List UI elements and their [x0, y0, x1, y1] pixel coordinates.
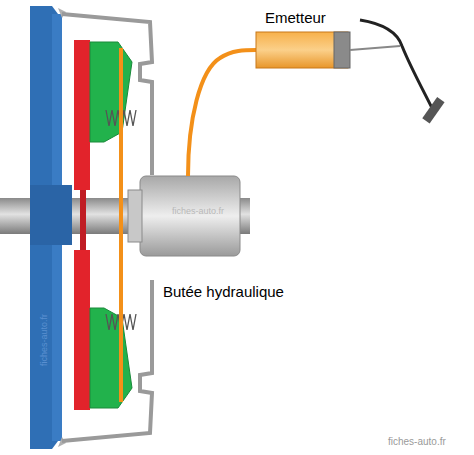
clutch-disc	[74, 40, 90, 190]
watermark: fiches-auto.fr	[388, 436, 446, 447]
flywheel-hub	[30, 185, 72, 245]
part-label: Butée hydraulique	[163, 283, 284, 300]
part-label: Emetteur	[265, 9, 326, 26]
push-rod	[350, 46, 400, 50]
clutch-cover	[62, 14, 152, 441]
hydraulic-bearing	[140, 176, 240, 256]
pedal-arm	[360, 20, 432, 108]
diaphragm	[119, 48, 123, 402]
watermark: fiches-auto.fr	[39, 314, 49, 366]
clutch-disc	[74, 250, 90, 410]
hydraulic-hose	[188, 50, 256, 176]
bearing-face	[128, 190, 142, 242]
piston	[334, 32, 350, 68]
pedal-pad	[422, 97, 444, 123]
pressure-plate	[90, 42, 132, 142]
watermark: fiches-auto.fr	[172, 206, 224, 216]
disc-hub	[80, 190, 86, 250]
